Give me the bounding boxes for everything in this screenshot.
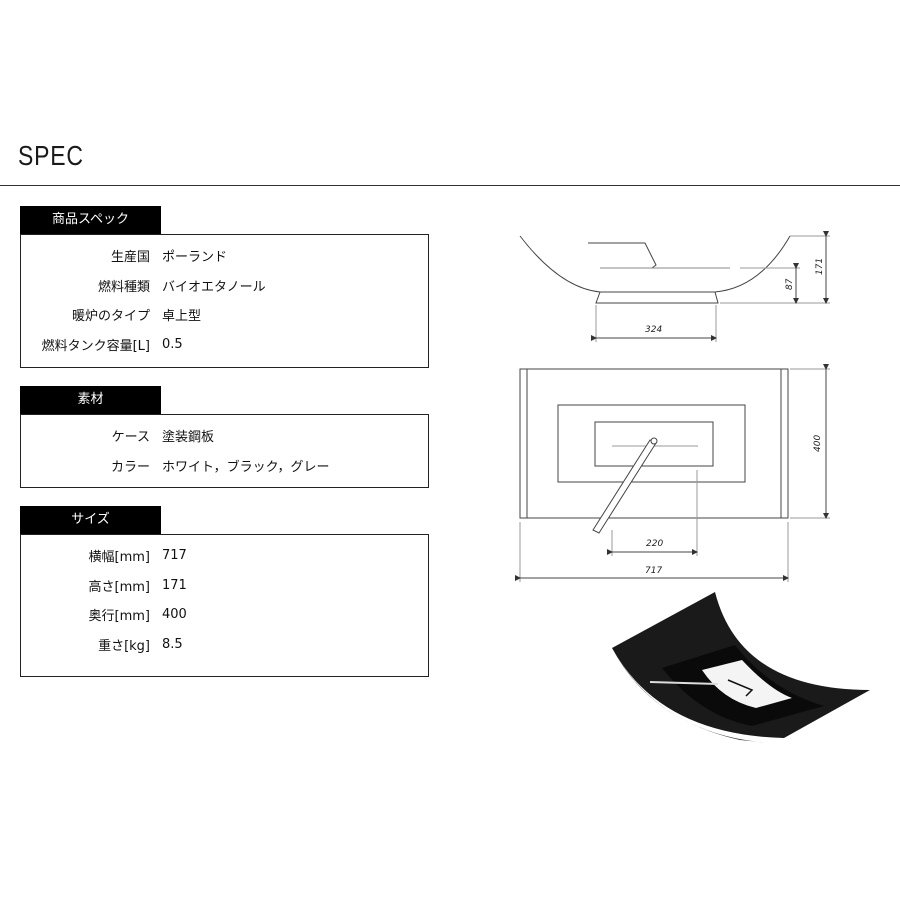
section-heading: 商品スペック — [20, 206, 161, 234]
row-label: ケース — [111, 430, 150, 446]
table-row: カラー ホワイト，ブラック，グレー — [21, 451, 428, 481]
size-table: 横幅[mm] 717 高さ[mm] 171 奥行[mm] 400 重さ[kg] … — [20, 534, 429, 677]
title-divider — [0, 185, 900, 186]
dim-base-width: 324 — [645, 325, 662, 335]
row-value: 塗装鋼板 — [162, 430, 215, 446]
dim-total-width: 717 — [645, 566, 662, 576]
table-row: 生産国 ポーランド — [21, 241, 428, 271]
row-label: 重さ[kg] — [98, 638, 150, 654]
spec-table: 生産国 ポーランド 燃料種類 バイオエタノール 暖炉のタイプ 卓上型 燃料タンク… — [20, 234, 429, 368]
section-heading: 素材 — [20, 386, 161, 414]
dim-burner-width: 220 — [646, 539, 663, 549]
row-value: 171 — [162, 577, 187, 593]
row-value: 0.5 — [162, 336, 183, 352]
page-title: SPEC — [18, 140, 84, 171]
row-label: カラー — [110, 459, 150, 475]
table-row: 燃料タンク容量[L] 0.5 — [21, 330, 428, 360]
dim-side-total: 171 — [815, 258, 825, 275]
row-value: 400 — [162, 607, 187, 623]
spec-section: 商品スペック 生産国 ポーランド 燃料種類 バイオエタノール 暖炉のタイプ 卓上… — [20, 206, 429, 368]
row-label: 生産国 — [110, 250, 150, 266]
material-table: ケース 塗装鋼板 カラー ホワイト，ブラック，グレー — [20, 414, 429, 488]
table-row: 燃料種類 バイオエタノール — [21, 271, 428, 301]
section-heading: サイズ — [20, 506, 161, 534]
row-label: 暖炉のタイプ — [71, 309, 150, 325]
row-label: 横幅[mm] — [88, 550, 150, 566]
row-value: 8.5 — [162, 636, 183, 652]
row-label: 高さ[mm] — [88, 579, 150, 595]
table-row: 高さ[mm] 171 — [21, 571, 428, 601]
top-view — [515, 364, 830, 582]
row-label: 燃料種類 — [97, 279, 150, 295]
row-value: 卓上型 — [162, 309, 202, 325]
table-row: 重さ[kg] 8.5 — [21, 630, 428, 660]
table-row: 暖炉のタイプ 卓上型 — [21, 300, 428, 330]
row-value: ポーランド — [162, 250, 228, 266]
row-label: 燃料タンク容量[L] — [41, 338, 150, 354]
product-render — [612, 592, 870, 743]
row-label: 奥行[mm] — [88, 609, 150, 625]
row-value: ホワイト，ブラック，グレー — [162, 459, 330, 475]
row-value: 717 — [162, 548, 187, 564]
dim-side-base: 87 — [785, 278, 795, 290]
dim-depth: 400 — [813, 435, 823, 452]
side-view — [519, 231, 830, 342]
table-row: 横幅[mm] 717 — [21, 541, 428, 571]
table-row: ケース 塗装鋼板 — [21, 421, 428, 451]
row-value: バイオエタノール — [162, 279, 266, 295]
size-section: サイズ 横幅[mm] 717 高さ[mm] 171 奥行[mm] 400 重さ[… — [20, 506, 429, 677]
table-row: 奥行[mm] 400 — [21, 600, 428, 630]
material-section: 素材 ケース 塗装鋼板 カラー ホワイト，ブラック，グレー — [20, 386, 429, 488]
